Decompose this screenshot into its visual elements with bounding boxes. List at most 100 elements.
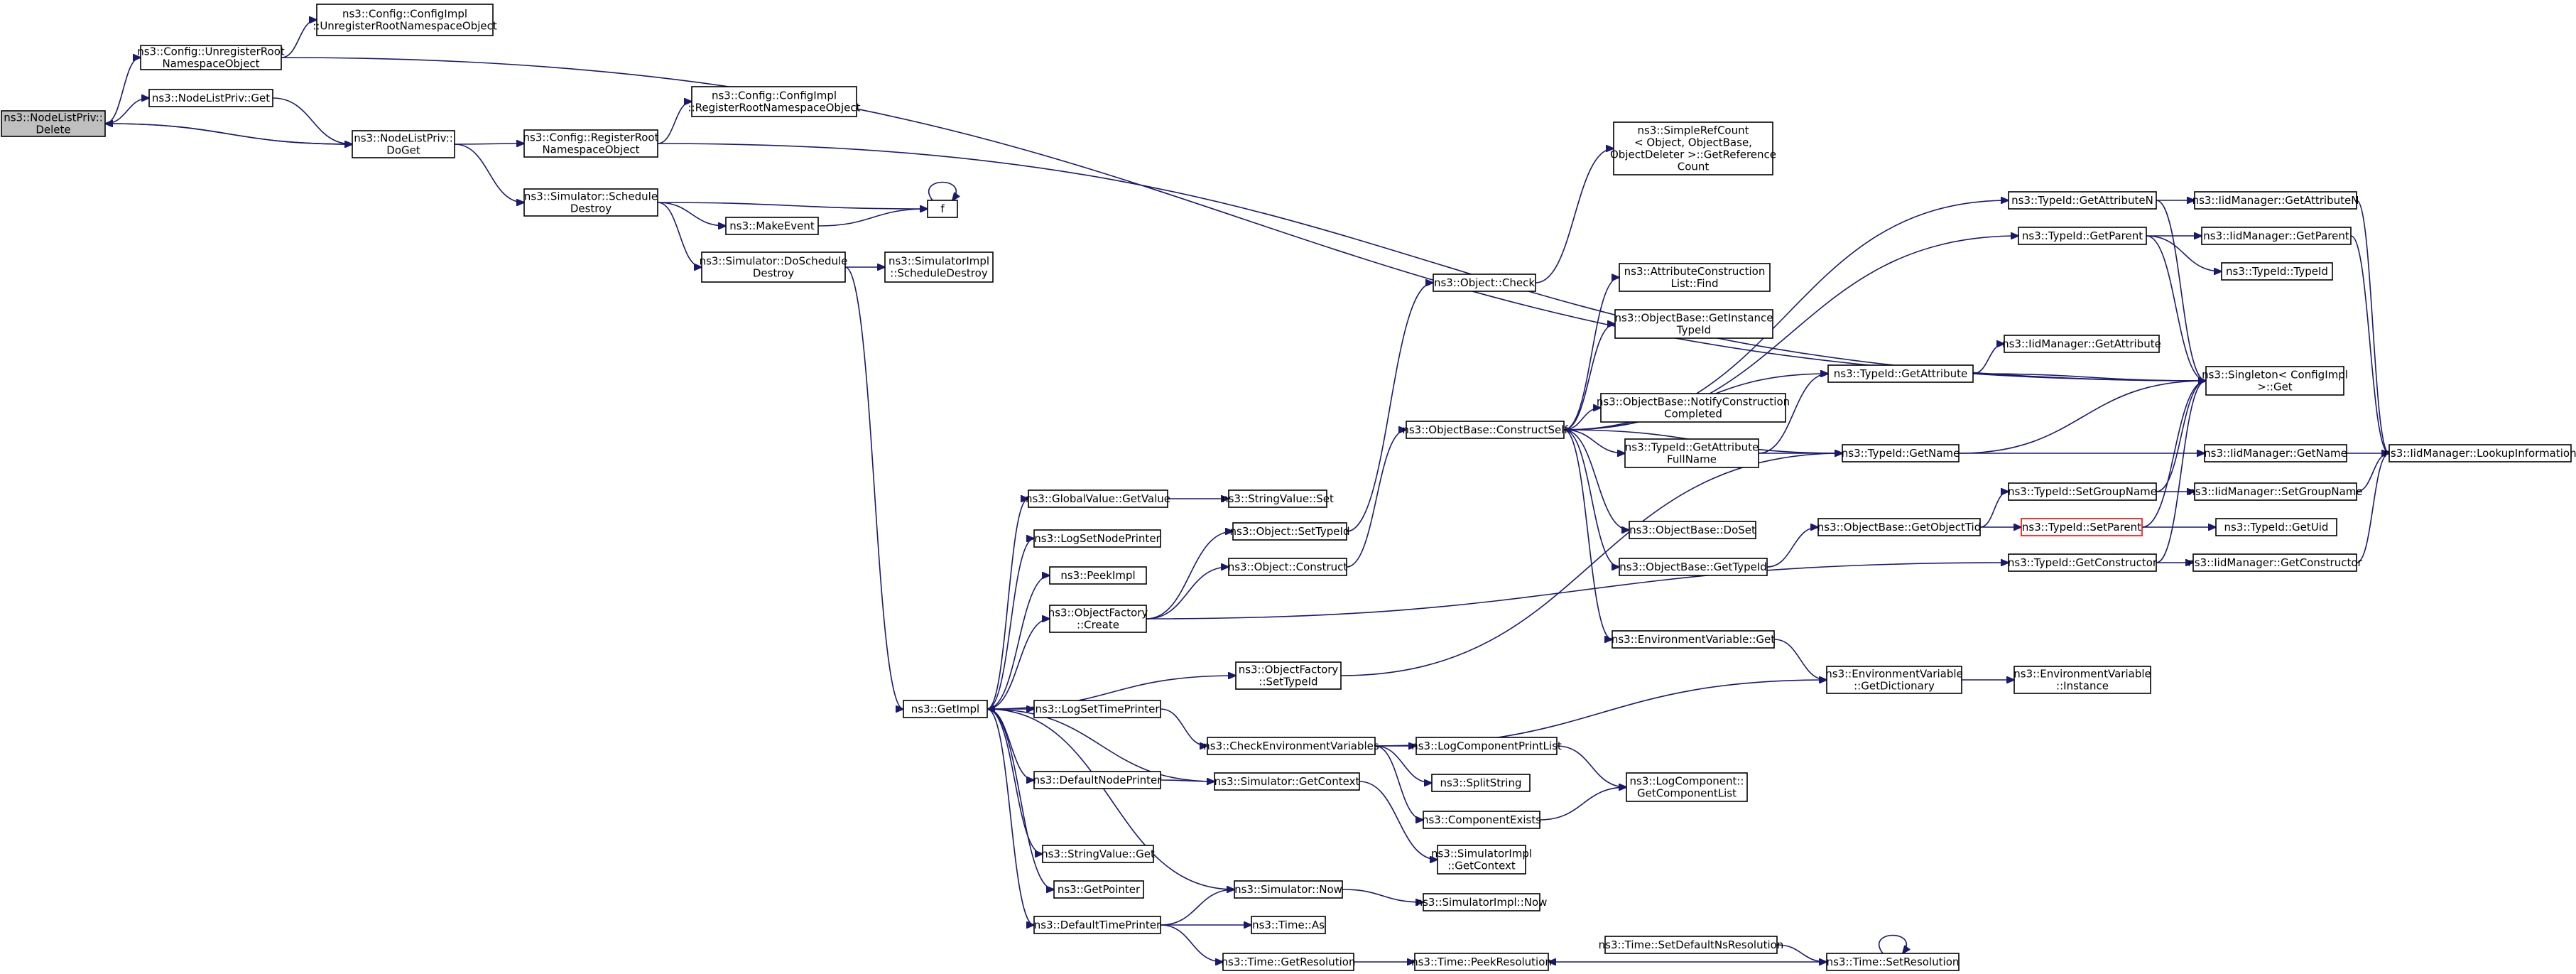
function-node-ob-notify[interactable]: ns3::ObjectBase::NotifyConstructionCompl…: [1597, 393, 1790, 423]
function-node-iid-lookup[interactable]: ns3::IidManager::LookupInformation: [2384, 444, 2576, 462]
call-edge: [1758, 374, 1828, 454]
node-box: [1, 110, 106, 137]
call-edge: [817, 209, 928, 227]
node-box: [1414, 953, 1549, 971]
function-node-iid-getattr[interactable]: ns3::IidManager::GetAttribute: [2002, 335, 2161, 353]
function-node-ob-constructself[interactable]: ns3::ObjectBase::ConstructSelf: [1402, 421, 1568, 439]
node-box: [2021, 518, 2143, 536]
function-node-cfg-reg[interactable]: ns3::Config::RegisterRootNamespaceObject: [523, 129, 659, 158]
node-label: ns3::LogComponent::: [1630, 775, 1744, 788]
function-node-nlp-get[interactable]: ns3::NodeListPriv::Get: [148, 89, 273, 107]
function-node-envvar-instance[interactable]: ns3::EnvironmentVariable::Instance: [2013, 666, 2151, 694]
node-label: >::Get: [2257, 381, 2293, 394]
function-node-of-create[interactable]: ns3::ObjectFactory::Create: [1048, 605, 1148, 633]
function-node-f[interactable]: f: [927, 200, 958, 218]
node-box: [1826, 666, 1962, 694]
function-node-simplerefcount[interactable]: ns3::SimpleRefCount< Object, ObjectBase,…: [1610, 121, 1776, 175]
function-node-checkenv[interactable]: ns3::CheckEnvironmentVariables: [1203, 737, 1379, 755]
function-node-time-as[interactable]: ns3::Time::As: [1251, 916, 1326, 934]
function-node-sv-get[interactable]: ns3::StringValue::Get: [1041, 845, 1155, 863]
call-edge: [1563, 278, 1619, 431]
function-node-logsettimeprinter[interactable]: ns3::LogSetTimePrinter: [1033, 700, 1161, 718]
function-node-tid-getname[interactable]: ns3::TypeId::GetName: [1842, 444, 1960, 462]
call-edge: [1979, 492, 2009, 528]
function-node-nlp-doget[interactable]: ns3::NodeListPriv::DoGet: [352, 130, 455, 158]
node-box: [2205, 366, 2344, 396]
function-node-cfgimpl-reg[interactable]: ns3::Config::ConfigImpl::RegisterRootNam…: [688, 86, 861, 117]
function-node-obj-check[interactable]: ns3::Object::Check: [1433, 274, 1536, 292]
node-label: ns3::IidManager::GetAttributeN: [2192, 194, 2359, 207]
function-node-tid-getparent[interactable]: ns3::TypeId::GetParent: [2018, 227, 2147, 245]
function-node-tid-setgroup[interactable]: ns3::TypeId::SetGroupName: [2008, 482, 2157, 501]
node-box: [2215, 518, 2337, 536]
node-box: [2194, 191, 2357, 210]
function-node-deftimeprinter[interactable]: ns3::DefaultTimePrinter: [1033, 916, 1161, 934]
node-box: [1033, 771, 1161, 789]
function-node-time-setdefault[interactable]: ns3::Time::SetDefaultNsResolution: [1599, 936, 1784, 954]
function-node-cfg-unreg[interactable]: ns3::Config::UnregisterRootNamespaceObje…: [137, 45, 285, 70]
function-node-sim-now[interactable]: ns3::Simulator::Now: [1234, 880, 1343, 899]
function-node-logcomp-getlist[interactable]: ns3::LogComponent::GetComponentList: [1626, 772, 1748, 802]
function-node-nlp-delete[interactable]: ns3::NodeListPriv::Delete: [1, 110, 106, 137]
node-box: [1234, 880, 1343, 899]
function-node-tid-getattr[interactable]: ns3::TypeId::GetAttribute: [1827, 364, 1974, 383]
function-node-time-setres[interactable]: ns3::Time::SetResolution: [1826, 953, 1960, 971]
function-node-obj-construct[interactable]: ns3::Object::Construct: [1228, 558, 1348, 576]
function-node-makeevent[interactable]: ns3::MakeEvent: [725, 217, 819, 235]
function-node-time-peekres[interactable]: ns3::Time::PeekResolution: [1411, 953, 1552, 971]
function-node-ob-doset[interactable]: ns3::ObjectBase::DoSet: [1629, 521, 1756, 539]
function-node-getimpl[interactable]: ns3::GetImpl: [903, 700, 988, 718]
function-node-iid-getparent[interactable]: ns3::IidManager::GetParent: [2201, 227, 2352, 245]
call-edge: [1773, 639, 1827, 680]
function-node-iid-setgroup[interactable]: ns3::IidManager::SetGroupName: [2188, 482, 2363, 501]
node-box: [523, 188, 658, 217]
function-node-peekimpl[interactable]: ns3::PeekImpl: [1049, 566, 1147, 585]
node-label: ns3::SimulatorImpl::Now: [1416, 896, 1548, 909]
function-node-getpointer[interactable]: ns3::GetPointer: [1053, 880, 1144, 899]
function-node-simimpl-sched[interactable]: ns3::SimulatorImpl::ScheduleDestroy: [884, 251, 994, 283]
function-node-logsetnodeprinter[interactable]: ns3::LogSetNodePrinter: [1033, 529, 1161, 548]
function-node-ob-getobjtid[interactable]: ns3::ObjectBase::GetObjectTid: [1817, 518, 1981, 536]
function-node-iid-getname[interactable]: ns3::IidManager::GetName: [2204, 444, 2347, 462]
node-box: [1033, 916, 1161, 934]
node-label: ns3::TypeId::TypeId: [2226, 265, 2328, 278]
function-node-tid-setparent[interactable]: ns3::TypeId::SetParent: [2021, 518, 2143, 536]
function-node-envvar-getdict[interactable]: ns3::EnvironmentVariable::GetDictionary: [1825, 666, 1963, 694]
function-node-tid-getuid[interactable]: ns3::TypeId::GetUid: [2215, 518, 2337, 536]
node-box: [1614, 309, 1773, 339]
function-node-sim-sched-destroy[interactable]: ns3::Simulator::ScheduleDestroy: [523, 188, 658, 217]
function-node-iid-getctor[interactable]: ns3::IidManager::GetConstructor: [2188, 553, 2363, 572]
function-node-tid-typeid[interactable]: ns3::TypeId::TypeId: [2221, 262, 2333, 281]
call-edge: [1972, 344, 2004, 374]
function-node-logcompprintlist[interactable]: ns3::LogComponentPrintList: [1411, 737, 1562, 755]
node-box: [1251, 916, 1326, 934]
function-node-singleton[interactable]: ns3::Singleton< ConfigImpl>::Get: [2202, 366, 2348, 396]
function-node-sim-getcontext[interactable]: ns3::Simulator::GetContext: [1214, 772, 1360, 791]
function-node-iid-getattrn[interactable]: ns3::IidManager::GetAttributeN: [2192, 191, 2359, 210]
function-node-tid-getctor[interactable]: ns3::TypeId::GetConstructor: [2008, 553, 2158, 572]
function-node-tid-getattrn[interactable]: ns3::TypeId::GetAttributeN: [2008, 191, 2157, 210]
call-edge: [844, 266, 903, 709]
function-node-time-getres[interactable]: ns3::Time::GetResolution: [1222, 953, 1356, 971]
function-node-obj-settypeid[interactable]: ns3::Object::SetTypeId: [1230, 522, 1350, 541]
node-box: [1431, 774, 1531, 792]
function-node-simimpl-getcontext[interactable]: ns3::SimulatorImpl::GetContext: [1431, 845, 1532, 875]
function-node-compexists[interactable]: ns3::ComponentExists: [1422, 811, 1541, 829]
function-node-cfgimpl-unreg[interactable]: ns3::Config::ConfigImpl::UnregisterRootN…: [313, 4, 497, 36]
node-label: ns3::Config::ConfigImpl: [342, 8, 467, 21]
function-node-splitstring[interactable]: ns3::SplitString: [1431, 774, 1531, 792]
node-label: ns3::TypeId::GetParent: [2022, 229, 2143, 242]
function-node-defnodeprinter[interactable]: ns3::DefaultNodePrinter: [1033, 771, 1163, 789]
node-label: ns3::LogComponentPrintList: [1411, 740, 1562, 752]
function-node-gv-getvalue[interactable]: ns3::GlobalValue::GetValue: [1026, 489, 1170, 508]
function-node-of-settypeid[interactable]: ns3::ObjectFactory::SetTypeId: [1235, 661, 1342, 690]
function-node-ob-gettypeid[interactable]: ns3::ObjectBase::GetTypeId: [1619, 558, 1768, 576]
node-label: ns3::ObjectBase::ConstructSelf: [1402, 423, 1568, 436]
function-node-envvar-get[interactable]: ns3::EnvironmentVariable::Get: [1612, 630, 1775, 649]
function-node-sv-set[interactable]: ns3::StringValue::Set: [1222, 489, 1334, 508]
function-node-simimpl-now[interactable]: ns3::SimulatorImpl::Now: [1416, 893, 1548, 911]
